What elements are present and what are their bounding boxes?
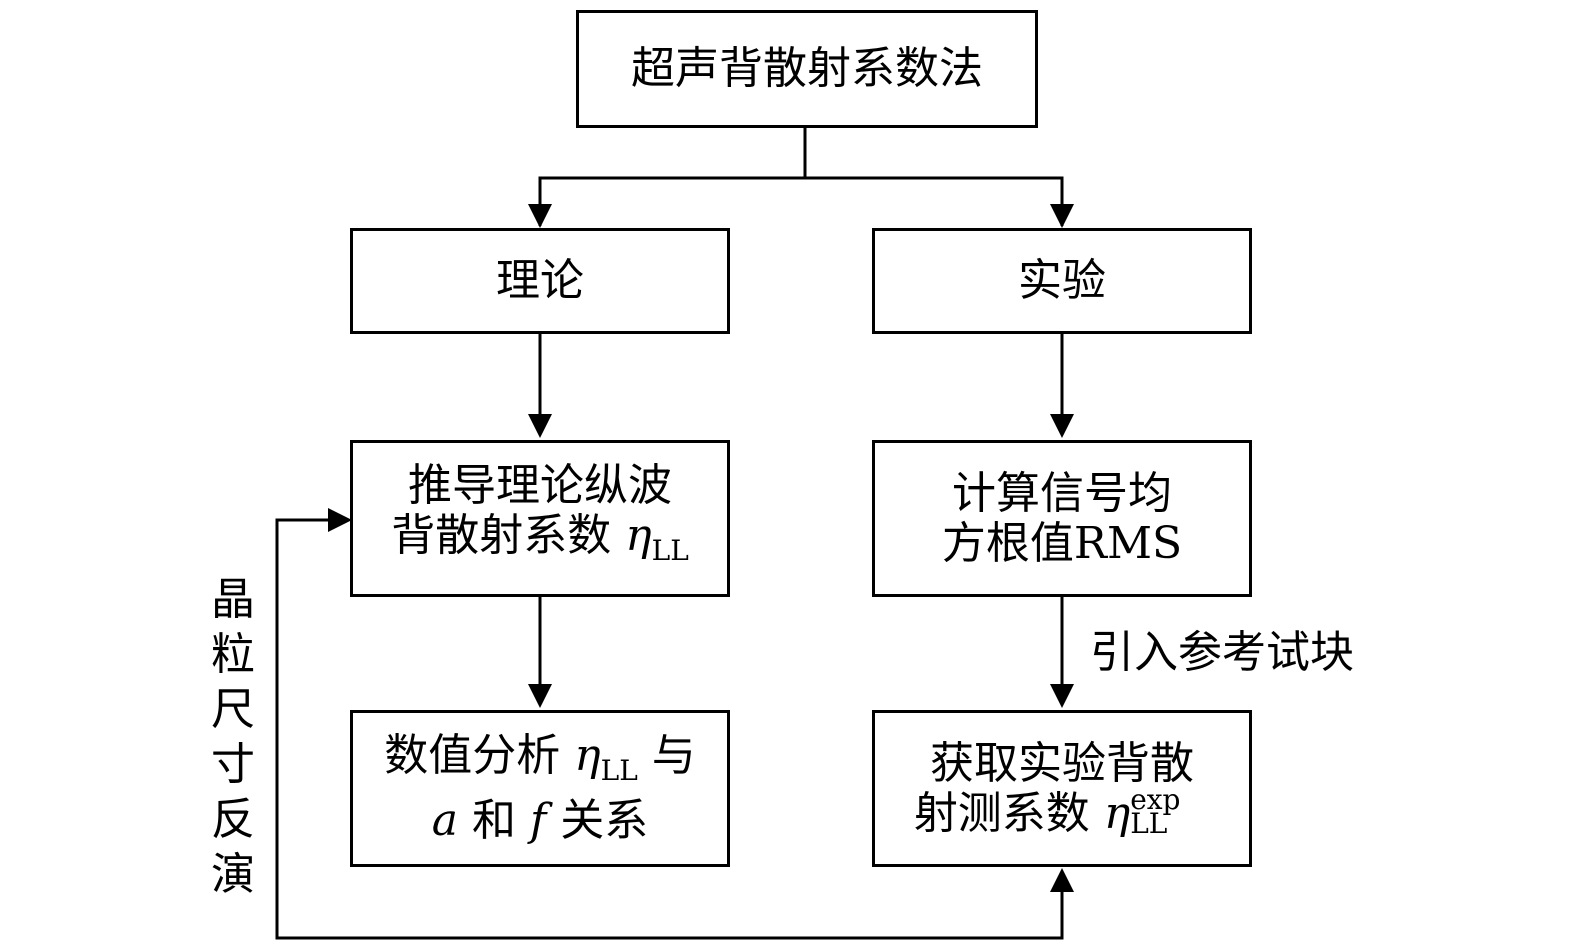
vertical-char: 演 <box>211 849 255 900</box>
arrowhead-to-measure <box>1050 684 1074 708</box>
connector-top-split <box>538 128 807 226</box>
label-grain-size-inversion: 晶 粒 尺 寸 反 演 <box>208 572 258 902</box>
box-compute-rms: 计算信号均 方根值RMS <box>872 440 1252 597</box>
arrowhead-to-rms <box>1050 414 1074 438</box>
box-ultrasonic-backscatter-method: 超声背散射系数法 <box>576 10 1038 128</box>
vertical-char: 粒 <box>211 629 255 680</box>
numeric-line-1-text: 数值分析 <box>384 730 575 781</box>
measure-line-1: 获取实验背散 <box>930 737 1194 789</box>
box-numeric-analysis: 数值分析 ηLL 与 a 和 f 关系 <box>350 710 730 867</box>
rms-line-1: 计算信号均 <box>952 467 1172 519</box>
arrowhead-to-theory <box>528 204 552 228</box>
vertical-char: 反 <box>211 794 255 845</box>
arrowhead-loop-up <box>1050 868 1074 892</box>
eta-subscript: LL <box>1130 806 1168 840</box>
arrowhead-loop-right <box>328 508 352 532</box>
eta-superscript: exp <box>1130 782 1181 816</box>
rms-line-2: 方根值RMS <box>941 517 1183 569</box>
box-theory: 理论 <box>350 228 730 334</box>
connector-top-split-right <box>805 176 1064 226</box>
box-derive-theoretical-coefficient: 推导理论纵波 背散射系数 ηLL <box>350 440 730 597</box>
vertical-char: 寸 <box>211 739 255 790</box>
connector-feedback-loop <box>275 518 1064 940</box>
measure-line-2-text: 射测系数 <box>913 787 1104 839</box>
eta-subscript: LL <box>600 754 638 787</box>
eta-symbol: η <box>574 730 601 781</box>
eta-symbol: η <box>1103 787 1131 839</box>
numeric-line-1: 数值分析 ηLL 与 <box>384 731 696 796</box>
label-reference-block: 引入参考试块 <box>1090 627 1354 678</box>
derive-line-1: 推导理论纵波 <box>408 460 672 511</box>
variable-f: f <box>529 795 547 846</box>
box-experiment-text: 实验 <box>1018 255 1106 306</box>
variable-a: a <box>431 795 458 846</box>
derive-line-2: 背散射系数 ηLL <box>391 511 689 576</box>
arrowhead-to-derive <box>528 414 552 438</box>
numeric-line-2-after: 关系 <box>546 795 649 846</box>
eta-subscript: LL <box>651 534 689 567</box>
box-experiment: 实验 <box>872 228 1252 334</box>
box-title-text: 超声背散射系数法 <box>631 43 983 94</box>
arrowhead-to-numeric <box>528 684 552 708</box>
vertical-char: 晶 <box>211 574 255 625</box>
numeric-line-2: a 和 f 关系 <box>432 796 649 846</box>
box-theory-text: 理论 <box>496 255 584 306</box>
vertical-char: 尺 <box>211 684 255 735</box>
numeric-line-1-after: 与 <box>637 730 696 781</box>
derive-line-2-text: 背散射系数 <box>391 510 626 561</box>
numeric-line-2-mid: 和 <box>457 795 530 846</box>
arrowhead-to-experiment <box>1050 204 1074 228</box>
eta-symbol: η <box>625 510 652 561</box>
